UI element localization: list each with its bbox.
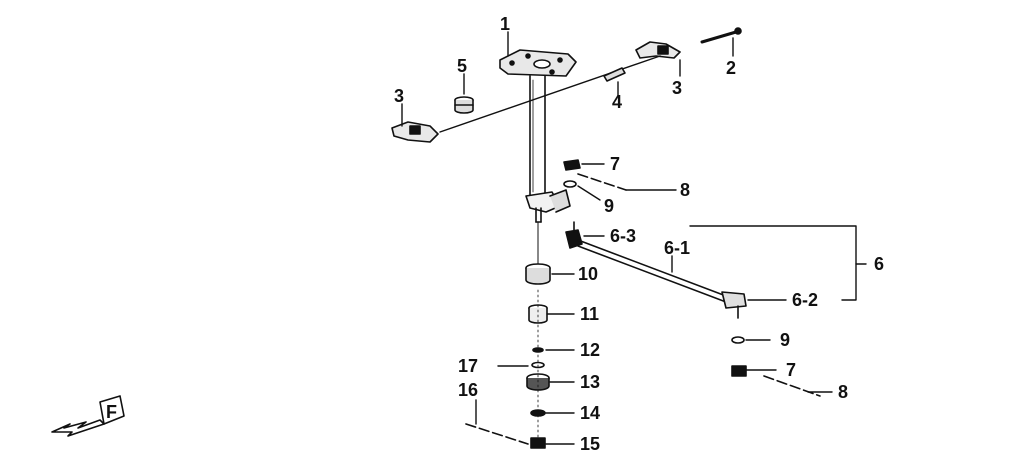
pin-part [603,67,626,82]
bearing-part [525,263,551,285]
lower-bearing-part [526,373,550,391]
label-4: 4 [612,92,622,112]
label-6-1: 6-1 [664,238,690,258]
seal-ring-part [531,361,545,369]
label-6-3: 6-3 [610,226,636,246]
through-rod [439,55,661,133]
label-9-bottom: 9 [780,330,790,350]
label-10: 10 [578,264,598,284]
front-arrow-icon [51,395,125,437]
label-17: 17 [458,356,478,376]
cotter-pin-part-16 [465,423,529,445]
label-3-left: 3 [394,86,404,106]
label-3-right: 3 [672,78,682,98]
label-12: 12 [580,340,600,360]
bushing-part [454,96,474,114]
lock-nut-part [530,437,546,449]
cotter-pin-part-top [577,173,627,191]
label-7-bottom: 7 [786,360,796,380]
nut-part-bottom [731,365,747,377]
label-9-top: 9 [604,196,614,216]
bracket-part-right [635,41,681,59]
label-11: 11 [580,304,599,324]
label-16: 16 [458,380,478,400]
steering-column-part [499,49,577,223]
label-8-bottom: 8 [838,382,848,402]
label-13: 13 [580,372,600,392]
leader-lines [401,31,867,445]
front-indicator-label: F [106,402,117,422]
bracket-part-left [391,121,439,143]
washer-part-bottom [731,336,745,344]
label-14: 14 [580,403,600,423]
label-7-top: 7 [610,154,620,174]
label-6-2: 6-2 [792,290,818,310]
label-6: 6 [874,254,884,274]
label-5: 5 [457,56,467,76]
label-8-top: 8 [680,180,690,200]
label-15: 15 [580,434,600,454]
label-2: 2 [726,58,736,78]
bolt-part [700,27,742,44]
label-1: 1 [500,14,510,34]
part-labels: 1 2 3 3 4 5 7 8 9 6-3 6-1 6-2 6 10 11 12… [106,14,884,454]
nut-part-top [563,159,581,171]
tie-rod-assembly-part [565,221,747,319]
washer-part-top [563,180,577,188]
